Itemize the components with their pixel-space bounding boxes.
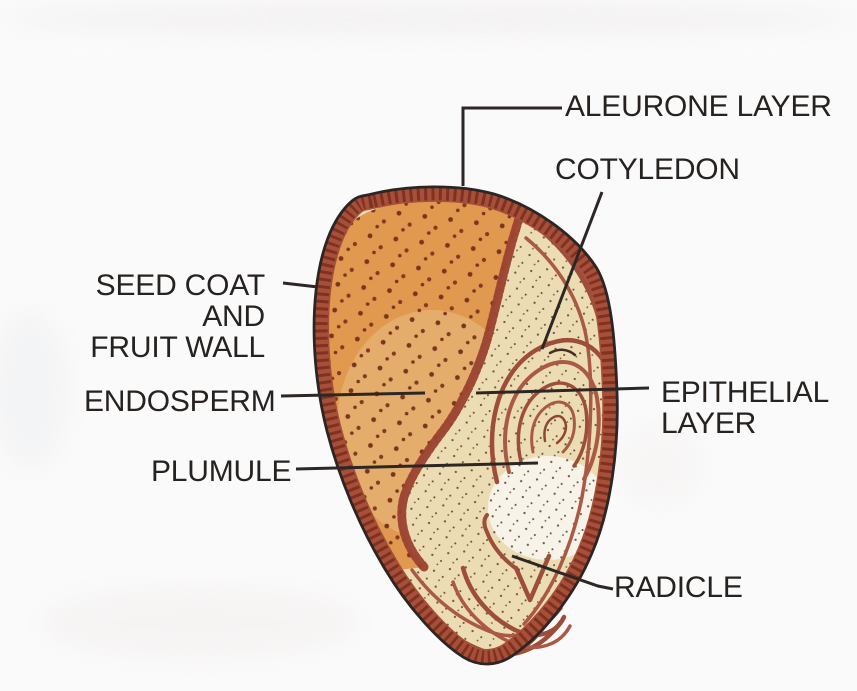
label-aleurone-layer: ALEURONE LAYER <box>565 90 832 123</box>
endosperm-region <box>321 200 521 571</box>
endosperm-leader-line <box>280 391 426 398</box>
label-seed-coat-line1: SEED COAT AND <box>95 269 266 333</box>
seed-coat-leader-line <box>282 281 319 289</box>
label-epithelial-layer: EPITHELIAL LAYER <box>661 377 829 439</box>
cotyledon-leader-line <box>540 191 604 350</box>
label-cotyledon: COTYLEDON <box>555 153 740 186</box>
endosperm-embryo-boundary <box>397 208 526 572</box>
label-endosperm: ENDOSPERM <box>84 385 276 418</box>
label-epithelial-line1: EPITHELIAL <box>661 376 830 409</box>
label-seed-coat-and-fruit-wall: SEED COAT AND FRUIT WALL <box>30 270 265 363</box>
epithelial-leader-line <box>475 386 650 395</box>
label-radicle: RADICLE <box>614 571 743 604</box>
leader-lines <box>280 106 650 591</box>
label-seed-coat-line2: FRUIT WALL <box>90 331 265 364</box>
label-epithelial-line2: LAYER <box>661 407 757 440</box>
label-plumule: PLUMULE <box>151 455 292 488</box>
radicle-leader-line <box>511 554 614 591</box>
aleurone-leader-line <box>461 106 562 186</box>
plumule-leader-line <box>295 461 539 471</box>
seed-outline <box>312 185 619 666</box>
